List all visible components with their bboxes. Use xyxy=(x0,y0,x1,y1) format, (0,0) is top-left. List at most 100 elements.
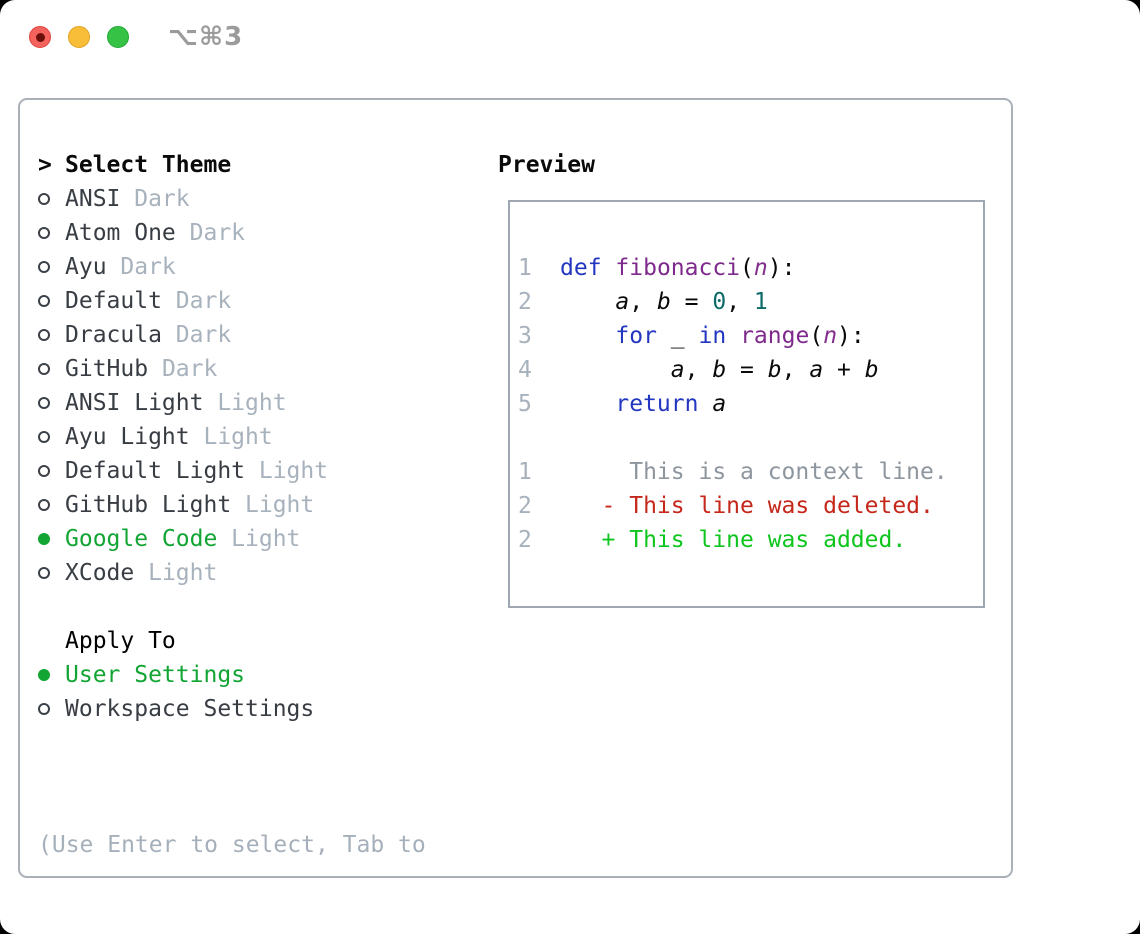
theme-option-label: GitHub Light xyxy=(65,492,232,518)
code-content: This is a context line. xyxy=(560,459,948,485)
theme-variant-badge: Dark xyxy=(175,322,232,348)
apply-option-user-settings[interactable]: User Settings xyxy=(38,658,426,692)
theme-variant-badge: Light xyxy=(148,560,218,586)
theme-variant-badge: Dark xyxy=(120,254,176,280)
close-dot-icon xyxy=(35,32,45,42)
help-line-2: change focus) xyxy=(38,930,426,934)
theme-option-label: XCode xyxy=(65,560,135,586)
spacer-row xyxy=(38,726,426,760)
theme-option-label: Ayu xyxy=(65,254,107,280)
spacer-row xyxy=(38,590,426,624)
apply-to-heading-label: Apply To xyxy=(65,628,176,654)
line-number: 5 xyxy=(518,391,532,417)
theme-variant-badge: Light xyxy=(231,526,301,552)
radio-unselected-icon xyxy=(38,567,65,579)
theme-option-ayu-light[interactable]: Ayu Light Light xyxy=(38,420,426,454)
line-number: 2 xyxy=(518,289,532,315)
code-line: 2 + This line was added. xyxy=(518,523,983,557)
theme-option-label: Dracula xyxy=(65,322,162,348)
radio-unselected-icon xyxy=(38,465,65,477)
theme-variant-badge: Light xyxy=(245,492,315,518)
line-number: 4 xyxy=(518,357,532,383)
line-number: 1 xyxy=(518,459,532,485)
line-number: 3 xyxy=(518,323,532,349)
radio-unselected-icon xyxy=(38,499,65,511)
window-title: ⌥⌘3 xyxy=(168,22,244,52)
theme-option-label: Atom One xyxy=(65,220,176,246)
code-content: return a xyxy=(615,391,727,417)
close-button-icon[interactable] xyxy=(29,26,51,48)
radio-unselected-icon xyxy=(38,397,65,409)
code-content: - This line was deleted. xyxy=(560,493,934,519)
theme-variant-badge: Light xyxy=(258,458,329,484)
radio-unselected-icon xyxy=(38,295,65,307)
theme-option-label: Google Code xyxy=(65,526,218,552)
line-number: 1 xyxy=(518,255,532,281)
radio-selected-icon xyxy=(38,669,65,681)
theme-variant-badge: Dark xyxy=(175,288,232,314)
theme-option-dracula[interactable]: Dracula Dark xyxy=(38,318,426,352)
preview-heading: Preview xyxy=(498,152,595,178)
radio-unselected-icon xyxy=(38,703,65,715)
theme-option-label: Default Light xyxy=(65,458,246,484)
theme-option-google-code[interactable]: Google Code Light xyxy=(38,522,426,556)
apply-to-heading: Apply To xyxy=(38,624,426,658)
minimize-button-icon[interactable] xyxy=(68,26,90,48)
code-line: 1 This is a context line. xyxy=(518,455,983,489)
theme-option-ayu[interactable]: Ayu Dark xyxy=(38,250,426,284)
theme-option-ansi-light[interactable]: ANSI Light Light xyxy=(38,386,426,420)
zoom-button-icon[interactable] xyxy=(107,26,129,48)
line-number xyxy=(518,421,532,455)
select-theme-heading-label: Select Theme xyxy=(65,152,232,178)
theme-variant-badge: Dark xyxy=(161,356,218,382)
code-content: a, b = b, a + b xyxy=(670,357,879,383)
code-line: 2 - This line was deleted. xyxy=(518,489,983,523)
focus-caret-icon: > xyxy=(38,152,52,178)
radio-unselected-icon xyxy=(38,329,65,341)
select-theme-heading: > Select Theme xyxy=(38,148,426,182)
theme-option-default-light[interactable]: Default Light Light xyxy=(38,454,426,488)
code-line: 3 for _ in range(n): xyxy=(518,319,983,353)
radio-unselected-icon xyxy=(38,363,65,375)
theme-option-github-light[interactable]: GitHub Light Light xyxy=(38,488,426,522)
apply-option-label: User Settings xyxy=(65,662,246,688)
theme-option-label: Ayu Light xyxy=(65,424,190,450)
radio-unselected-icon xyxy=(38,261,65,273)
theme-option-label: GitHub xyxy=(65,356,149,382)
blank-line xyxy=(518,421,983,455)
theme-variant-badge: Light xyxy=(217,390,287,416)
code-content: def fibonacci(n): xyxy=(560,255,796,281)
code-line: 1 def fibonacci(n): xyxy=(518,251,983,285)
theme-option-xcode[interactable]: XCode Light xyxy=(38,556,426,590)
code-line: 5 return a xyxy=(518,387,983,421)
code-content: a, b = 0, 1 xyxy=(615,289,768,315)
line-number: 2 xyxy=(518,493,532,519)
theme-option-github[interactable]: GitHub Dark xyxy=(38,352,426,386)
line-number: 2 xyxy=(518,527,532,553)
apply-option-workspace-settings[interactable]: Workspace Settings xyxy=(38,692,426,726)
theme-variant-badge: Light xyxy=(203,424,273,450)
code-content: + This line was added. xyxy=(560,527,907,553)
titlebar[interactable]: ⌥⌘3 xyxy=(29,22,243,52)
radio-unselected-icon xyxy=(38,431,65,443)
radio-selected-icon xyxy=(38,533,65,545)
theme-option-atom-one[interactable]: Atom One Dark xyxy=(38,216,426,250)
help-line-1: (Use Enter to select, Tab to xyxy=(38,832,426,858)
apply-option-label: Workspace Settings xyxy=(65,696,315,722)
help-text: (Use Enter to select, Tab to change focu… xyxy=(38,760,426,934)
code-line: 4 a, b = b, a + b xyxy=(518,353,983,387)
code-line: 2 a, b = 0, 1 xyxy=(518,285,983,319)
radio-unselected-icon xyxy=(38,227,65,239)
radio-unselected-icon xyxy=(38,193,65,205)
theme-variant-badge: Dark xyxy=(189,220,246,246)
theme-option-label: ANSI Light xyxy=(65,390,204,416)
theme-variant-badge: Dark xyxy=(134,186,190,212)
